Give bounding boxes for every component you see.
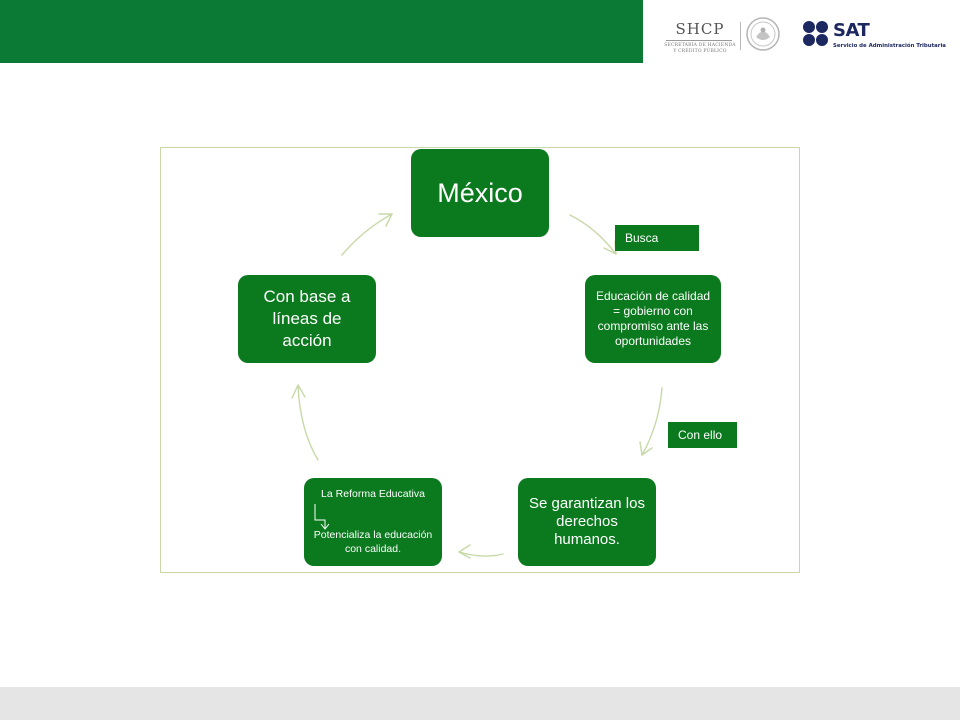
node-reforma-title: La Reforma Educativa xyxy=(321,488,425,500)
bent-arrow-icon xyxy=(314,504,330,530)
node-derechos-label: Se garantizan los derechos humanos. xyxy=(529,495,645,548)
logo-separator xyxy=(740,22,741,50)
node-educacion-label: Educación de calidad = gobierno con comp… xyxy=(595,289,711,348)
arrow-base-to-mexico xyxy=(341,213,393,256)
node-base-label: Con base a líneas de acción xyxy=(263,287,351,350)
node-reforma-educativa: La Reforma Educativa Potencializa la edu… xyxy=(304,478,442,566)
shcp-logo: SHCP SECRETARÍA DE HACIENDA Y CRÉDITO PÚ… xyxy=(662,20,738,60)
sat-logo-icon xyxy=(803,21,828,46)
node-mexico-label: México xyxy=(437,177,523,208)
diagram-frame xyxy=(160,147,800,573)
arrow-head-4 xyxy=(291,384,306,399)
arrow-head-3 xyxy=(458,544,471,559)
shcp-subtitle-2: Y CRÉDITO PÚBLICO xyxy=(673,49,727,54)
sat-subtitle: Servicio de Administración Tributaria xyxy=(833,43,946,49)
header-logo-area xyxy=(643,0,960,63)
label-con-ello: Con ello xyxy=(668,422,737,448)
node-mexico: México xyxy=(411,149,549,237)
sat-title: SAT xyxy=(833,20,870,41)
node-lineas-accion: Con base a líneas de acción xyxy=(238,275,376,363)
footer-bar xyxy=(0,687,960,720)
shcp-divider xyxy=(666,40,732,41)
shcp-title: SHCP xyxy=(675,20,725,38)
header-green-bar xyxy=(0,0,643,63)
node-reforma-detail: Potencializa la educación con calidad. xyxy=(313,529,433,555)
node-derechos-humanos: Se garantizan los derechos humanos. xyxy=(518,478,656,566)
arrow-mexico-to-educacion xyxy=(569,214,617,255)
mexico-seal-icon xyxy=(746,17,780,51)
arrow-derechos-to-reforma xyxy=(458,551,504,557)
shcp-subtitle-1: SECRETARÍA DE HACIENDA xyxy=(664,43,736,48)
label-busca: Busca xyxy=(615,225,699,251)
arrow-reforma-to-base xyxy=(297,384,319,461)
arrow-head-2 xyxy=(639,441,653,456)
node-educacion-calidad: Educación de calidad = gobierno con comp… xyxy=(585,275,721,363)
arrow-educacion-to-derechos xyxy=(641,387,663,456)
arrow-head-5 xyxy=(378,213,393,227)
